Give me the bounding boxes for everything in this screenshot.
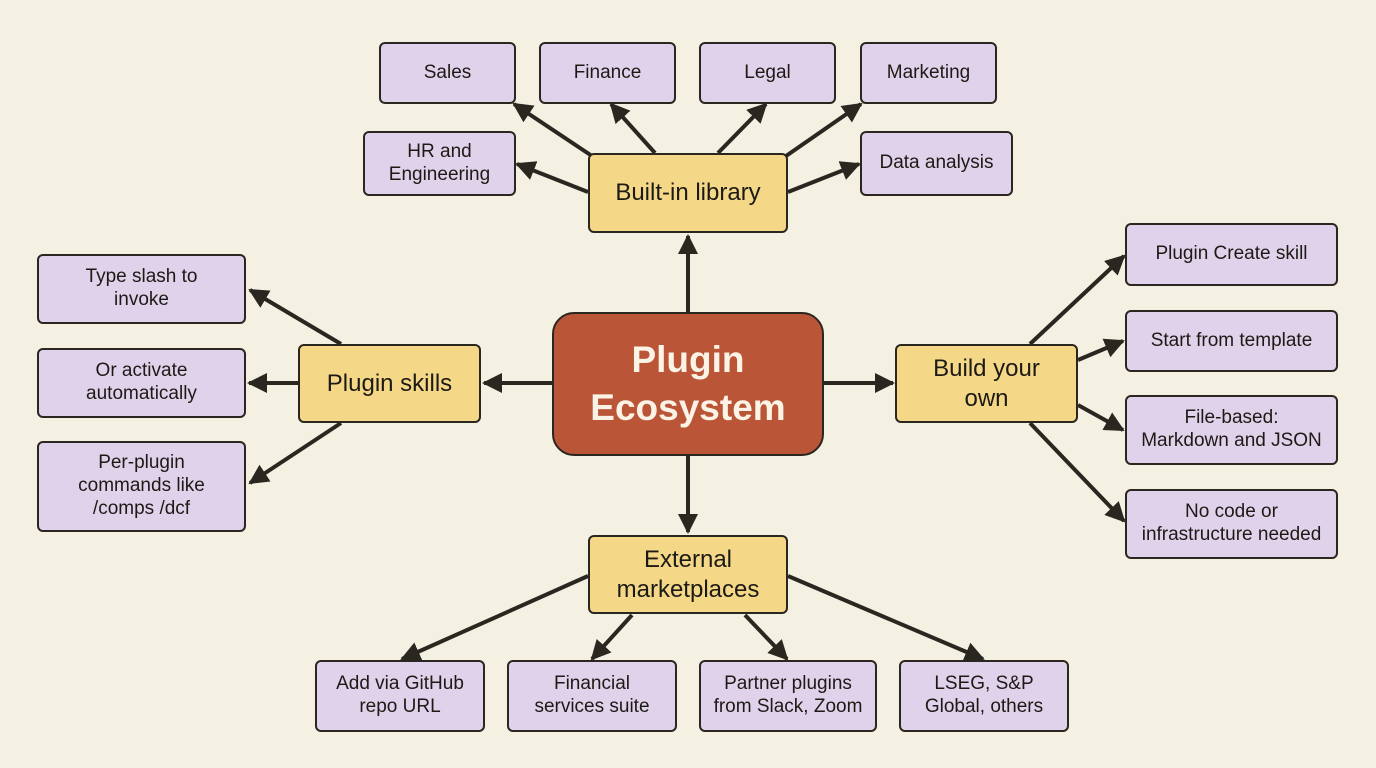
github-repo-node: Add via GitHub repo URL <box>315 660 485 732</box>
built-in-library-node: Built-in library <box>588 153 788 233</box>
per-plugin-commands-node: Per-plugin commands like /comps /dcf <box>37 441 246 532</box>
file-based-node: File-based: Markdown and JSON <box>1125 395 1338 465</box>
built-in-to-marketing-arrow <box>784 102 863 158</box>
external-marketplaces-node: External marketplaces <box>588 535 788 614</box>
hr-and-engineering-node: HR and Engineering <box>363 131 516 196</box>
financial-services-node: Financial services suite <box>507 660 677 732</box>
partner-plugins-node: Partner plugins from Slack, Zoom <box>699 660 877 732</box>
build-your-own-node: Build your own <box>895 344 1078 423</box>
plugin-skills-node: Plugin skills <box>298 344 481 423</box>
build-to-template-arrow <box>1077 338 1125 362</box>
external-to-lseg-arrow <box>787 574 985 662</box>
build-to-no-code-arrow <box>1028 421 1126 523</box>
build-to-plugin-create-arrow <box>1028 254 1126 346</box>
external-to-github-arrow <box>400 574 589 661</box>
plugin-create-skill-node: Plugin Create skill <box>1125 223 1338 286</box>
built-in-to-data-analysis-arrow <box>787 161 861 194</box>
external-to-financial-arrow <box>590 613 634 661</box>
marketing-node: Marketing <box>860 42 997 104</box>
lseg-node: LSEG, S&P Global, others <box>899 660 1069 732</box>
type-slash-node: Type slash to invoke <box>37 254 246 324</box>
skills-to-type-slash-arrow <box>248 288 343 346</box>
skills-to-commands-arrow <box>248 421 343 485</box>
built-in-to-hr-engineering-arrow <box>515 161 589 194</box>
data-analysis-node: Data analysis <box>860 131 1013 196</box>
built-in-to-sales-arrow <box>512 102 594 158</box>
build-to-file-based-arrow <box>1077 403 1125 432</box>
activate-automatically-node: Or activate automatically <box>37 348 246 418</box>
external-to-partner-arrow <box>743 613 789 661</box>
sales-node: Sales <box>379 42 516 104</box>
built-in-to-finance-arrow <box>609 102 657 155</box>
start-from-template-node: Start from template <box>1125 310 1338 372</box>
plugin-ecosystem-node: Plugin Ecosystem <box>552 312 824 456</box>
no-code-node: No code or infrastructure needed <box>1125 489 1338 559</box>
built-in-to-legal-arrow <box>716 102 768 155</box>
legal-node: Legal <box>699 42 836 104</box>
finance-node: Finance <box>539 42 676 104</box>
